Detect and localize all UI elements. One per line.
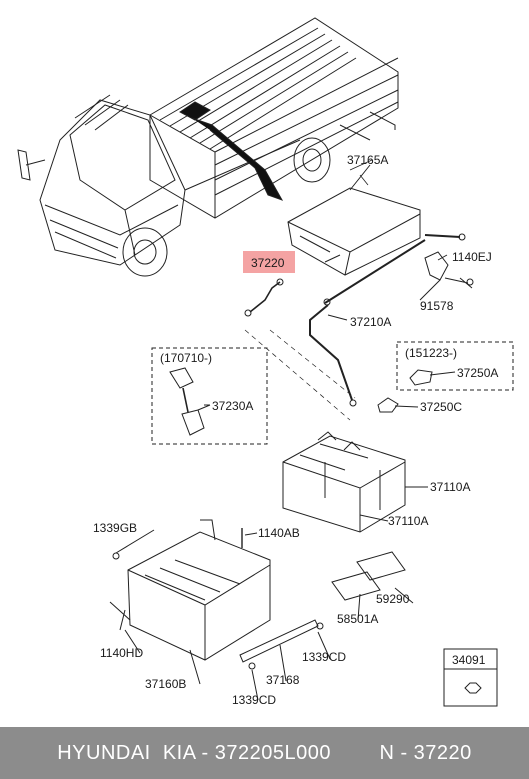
box-151223 [396,341,514,391]
label-date-151223: (151223-) [405,346,457,360]
nut-1339GB [112,552,120,560]
label-37250C: 37250C [420,400,462,414]
label-1140EJ: 1140EJ [452,250,492,264]
label-37160B: 37160B [145,677,186,691]
parts-diagram: 37165A 37220 1140EJ 91578 37210A (170710… [17,17,514,707]
label-58501A: 58501A [337,612,378,626]
footer-brand: HYUNDAI KIA - 372205L000 [57,741,331,764]
label-37110A-bottom: 37110A [388,514,428,528]
label-91578: 91578 [420,299,454,313]
bracket-bar-37168 [239,619,319,663]
footer-part: N - 37220 [379,741,472,764]
battery-37110A [282,431,406,533]
part-highlight [243,251,295,273]
truck-illustration [17,17,399,277]
label-1140AB: 1140AB [258,526,300,540]
harness-37220 [244,278,284,317]
bolt-1339CD-bottom [248,662,256,670]
label-37168: 37168 [266,673,300,687]
label-34091: 34091 [452,653,486,667]
label-37210A: 37210A [350,315,391,329]
label-date-170710: (170710-) [160,351,212,365]
sensor-37230A [169,367,210,436]
part-37250A [409,369,433,386]
clip-34091-icon [464,682,482,694]
label-37165A: 37165A [347,153,388,167]
bracket-91578 [424,251,474,289]
cable-37210A [309,233,466,407]
label-37110A-top: 37110A [430,480,470,494]
bolt-1339CD-right [316,622,324,630]
label-37250A: 37250A [457,366,498,380]
label-1339GB: 1339GB [93,521,137,535]
battery-cover-37165A [287,159,421,276]
label-59290: 59290 [376,592,410,606]
sensor-box-170710 [151,347,268,445]
battery-tray-37160B [109,519,271,661]
labels-59290-58501A [331,551,406,601]
terminal-37250C [377,397,399,413]
label-1339CD-bottom: 1339CD [232,693,276,707]
label-1339CD-right: 1339CD [302,650,346,664]
box-34091 [443,648,498,707]
footer-bar: HYUNDAI KIA - 372205L000 N - 37220 [0,727,529,779]
label-37230A: 37230A [212,399,253,413]
label-1140HD: 1140HD [100,646,143,660]
label-37220: 37220 [251,256,285,270]
